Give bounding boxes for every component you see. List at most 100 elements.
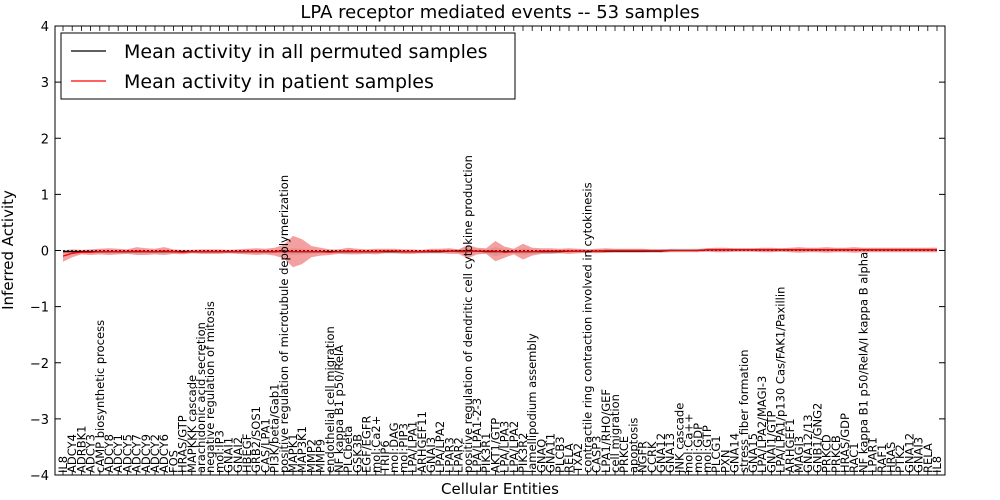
entity-label: GRB2/SOS1 — [249, 406, 263, 473]
entity-label: PLCbeta — [341, 426, 355, 473]
entity-label: HBEGF — [240, 434, 254, 473]
entity-label: HRAS — [884, 442, 898, 473]
entity-label: contractile ring contraction involved in… — [580, 182, 594, 473]
entity-label: EGF/EGFR — [360, 416, 374, 473]
entity-label: LPA/LPA1 — [406, 421, 420, 473]
entity-label: RAF1 — [875, 444, 889, 473]
entity-label: ADCY7 — [130, 434, 144, 473]
entity-label: stress fiber formation — [737, 349, 751, 473]
entity-label: LPA/LPA2/MAGI-3 — [755, 376, 769, 473]
entity-label: ADRBK1 — [74, 426, 88, 473]
entity-label: GNA12 — [902, 433, 916, 473]
entity-label: mol:DAG — [387, 422, 401, 473]
entity-label: mol:GTP — [700, 425, 714, 473]
entity-label: GNA14 — [728, 433, 742, 473]
entity-label: LPAR1 — [866, 437, 880, 473]
entity-label: ADCY3 — [84, 434, 98, 473]
entity-label: PRKCD — [820, 434, 834, 473]
entity-label: cell migration — [608, 394, 622, 473]
entity-label: GNA12/13 — [801, 414, 815, 473]
entity-label: TRIP6 — [378, 440, 392, 474]
entity-label: PLCB3 — [553, 436, 567, 473]
entity-label: MAPK1 — [286, 433, 300, 473]
entity-label: ADCY1 — [111, 434, 125, 473]
y-tick-label: 4 — [41, 20, 49, 35]
entity-label: LPA/LPA1-2-3 — [470, 398, 484, 473]
legend-label-patient: Mean activity in patient samples — [124, 71, 434, 93]
entity-label: MMP9 — [314, 439, 328, 473]
entity-label: mol:Ca++ — [682, 413, 696, 473]
entity-label: GNA13 — [663, 433, 677, 473]
entity-label: LPA/LPA1/p130 Cas/FAK1/Paxillin — [774, 287, 788, 473]
entity-label: PRKCB — [829, 435, 843, 473]
activity-lines — [55, 249, 945, 257]
series-line-patient — [62, 249, 937, 257]
legend-label-permuted: Mean activity in all permuted samples — [124, 41, 487, 63]
y-tick-label: 1 — [41, 188, 49, 203]
entity-label: cAMP biosynthetic process — [93, 320, 107, 473]
entity-label: NGFR — [636, 441, 650, 473]
entity-label: HRAS/GTP — [176, 415, 190, 473]
entity-label: LPA1/RHO/GEF — [599, 389, 613, 473]
entity-label: mol:PIP3 — [396, 423, 410, 473]
entity-label: AKT1/GTP — [488, 418, 502, 473]
entity-label: RAC1 — [847, 442, 861, 473]
entity-label: ARHGEF11 — [415, 411, 429, 473]
entity-label: GNAQ — [534, 439, 548, 473]
entity-label: MAP3K1 — [295, 426, 309, 473]
entity-label: GNA11 — [544, 433, 558, 473]
entity-label: LPA/LPA2 — [507, 421, 521, 473]
y-tick-label: −3 — [30, 413, 49, 428]
entity-label: GNAI1 — [222, 437, 236, 473]
entity-label: LPA/LPA3 — [498, 421, 512, 473]
entity-label: NF kappa B1 p50/RelA/I kappa B alpha — [856, 252, 870, 473]
entity-label: mol:IP3 — [212, 430, 226, 473]
entity-label: GNA15 — [746, 433, 760, 473]
entity-label: CAS/LPA1 — [258, 418, 272, 473]
entity-label: HRAS/GDP — [838, 413, 852, 473]
entity-label: CCRK — [645, 441, 659, 473]
entity-label: ADCY4 — [65, 434, 79, 473]
legend: Mean activity in all permuted samples Me… — [60, 32, 516, 100]
entity-label: LPAR2 — [452, 437, 466, 473]
entity-label: GSK3B — [350, 434, 364, 473]
entity-label: MAPKKK cascade — [185, 375, 199, 473]
entity-label: PI3K/beta/Gab1 — [268, 384, 282, 473]
entity-label: mol:GDP — [691, 423, 705, 473]
entity-label: GNA12 — [654, 433, 668, 473]
entity-label: PIK3R2 — [516, 433, 530, 474]
entity-label: ADCY5 — [120, 434, 134, 473]
entity-label: MMP2 — [304, 439, 318, 473]
entity-label: IL8 — [930, 456, 944, 473]
entity-label: GNAI3 — [424, 437, 438, 473]
entity-label: positive regulation of dendritic cell cy… — [461, 155, 475, 473]
entity-label: GNAI2 — [231, 437, 245, 473]
entity-label: ADCY8 — [102, 434, 116, 473]
y-tick-label: −4 — [30, 469, 49, 484]
y-tick-label: 2 — [41, 132, 49, 147]
entity-label: PLCG1 — [709, 435, 723, 473]
chart-title: LPA receptor mediated events -- 53 sampl… — [300, 2, 699, 23]
entity-label: TXA2 — [571, 443, 585, 474]
y-tick-label: −2 — [30, 357, 49, 372]
entity-label: GNB1/GNG2 — [810, 403, 824, 473]
entity-label: JNK cascade — [672, 403, 686, 474]
entity-label: ADCY6 — [157, 434, 171, 473]
entity-label: apoptosis — [626, 418, 640, 473]
y-axis-title: Inferred Activity — [0, 190, 17, 310]
entity-label: ADCY2 — [148, 434, 162, 473]
y-tick-label: −1 — [30, 301, 49, 316]
entity-label: PTK2 — [893, 444, 907, 473]
legend-box — [60, 32, 516, 100]
entity-label: mol:Ca2+ — [369, 416, 383, 473]
y-tick-label: 3 — [41, 76, 49, 91]
y-tick-label: 0 — [41, 245, 49, 260]
entity-label: ARHGEF1 — [783, 418, 797, 473]
entity-label: LPA/LPA2 — [433, 421, 447, 473]
entity-label: negative regulation of mitosis — [203, 301, 217, 473]
entity-label: endothelial cell migration — [323, 326, 337, 473]
entity-label: LPAR3 — [442, 437, 456, 473]
y-axis: −4 −3 −2 −1 0 1 2 3 4 — [30, 20, 945, 484]
entity-label: NF kappa B1 p50/RelA — [332, 345, 346, 473]
